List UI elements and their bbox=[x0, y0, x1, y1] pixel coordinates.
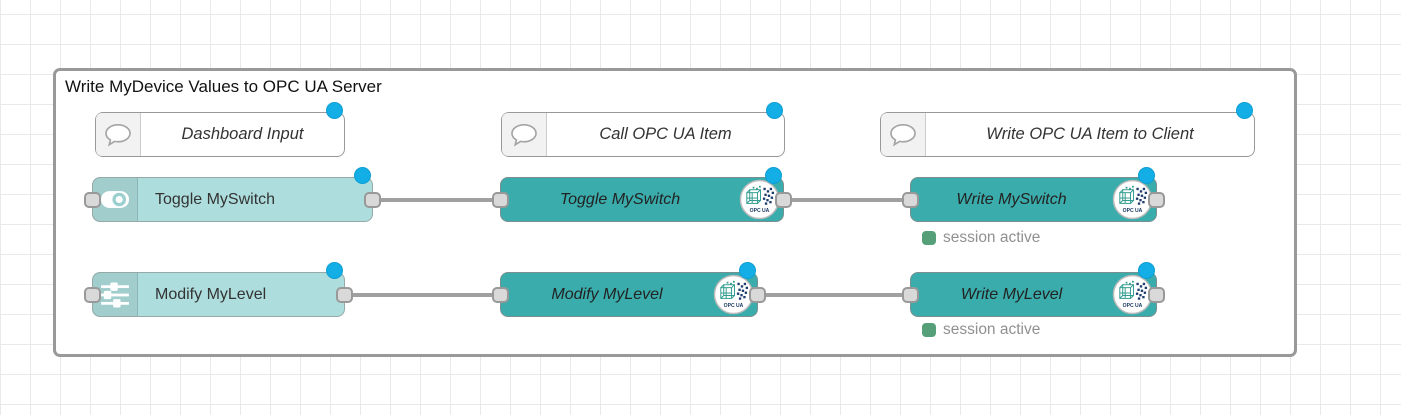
node-write-mylevel[interactable]: Write MyLevel OPC bbox=[902, 262, 1165, 317]
group-title: Write MyDevice Values to OPC UA Server bbox=[65, 77, 382, 96]
svg-text:OPC UA: OPC UA bbox=[724, 303, 744, 309]
input-port[interactable] bbox=[492, 191, 509, 208]
svg-text:OPC UA: OPC UA bbox=[750, 208, 770, 214]
opcua-badge-icon: OPC UA bbox=[713, 273, 757, 316]
output-port[interactable] bbox=[336, 286, 353, 303]
node-label: Modify MyLevel bbox=[551, 285, 663, 303]
status-write-myswitch: session active bbox=[922, 229, 1040, 247]
input-port[interactable] bbox=[492, 286, 509, 303]
node-label: Write MyLevel bbox=[960, 285, 1063, 303]
status-text: session active bbox=[943, 321, 1041, 338]
node-label: Write MySwitch bbox=[956, 190, 1067, 208]
opcua-badge-icon: OPC UA bbox=[739, 178, 783, 221]
node-label: Toggle MySwitch bbox=[155, 190, 276, 208]
input-port[interactable] bbox=[84, 191, 101, 208]
wire-toggle-row-1[interactable] bbox=[373, 198, 505, 202]
output-port[interactable] bbox=[749, 286, 766, 303]
wire-toggle-row-2[interactable] bbox=[784, 198, 915, 202]
node-label: Modify MyLevel bbox=[155, 285, 267, 303]
comment-write-opcua-item[interactable]: Write OPC UA Item to Client bbox=[880, 102, 1255, 157]
wire-level-row-2[interactable] bbox=[758, 293, 915, 297]
comment-dashboard-input[interactable]: Dashboard Input bbox=[95, 102, 345, 157]
output-port[interactable] bbox=[364, 191, 381, 208]
opcua-badge-icon: OPC UA bbox=[1112, 273, 1156, 316]
comment-label: Write OPC UA Item to Client bbox=[986, 125, 1194, 143]
comment-call-opcua-item[interactable]: Call OPC UA Item bbox=[501, 102, 785, 157]
node-toggle-myswitch-dashboard[interactable]: Toggle MySwitch bbox=[84, 167, 381, 222]
modified-indicator bbox=[326, 262, 343, 279]
speech-bubble-icon bbox=[881, 113, 926, 156]
modified-indicator bbox=[326, 102, 343, 119]
modified-indicator bbox=[766, 102, 783, 119]
node-toggle-myswitch-call[interactable]: Toggle MySwitch OP bbox=[492, 167, 792, 222]
status-dot bbox=[922, 231, 936, 245]
modified-indicator bbox=[739, 262, 756, 279]
speech-bubble-icon bbox=[96, 113, 141, 156]
wire-level-row-1[interactable] bbox=[345, 293, 505, 297]
output-port[interactable] bbox=[1148, 286, 1165, 303]
modified-indicator bbox=[1138, 167, 1155, 184]
node-label: Toggle MySwitch bbox=[559, 190, 681, 208]
input-port[interactable] bbox=[84, 286, 101, 303]
node-modify-mylevel-call[interactable]: Modify MyLevel OPC bbox=[492, 262, 766, 317]
modified-indicator bbox=[1236, 102, 1253, 119]
node-write-myswitch[interactable]: Write MySwitch OPC bbox=[902, 167, 1165, 222]
output-port[interactable] bbox=[775, 191, 792, 208]
status-text: session active bbox=[943, 229, 1041, 246]
input-port[interactable] bbox=[902, 191, 919, 208]
status-dot bbox=[922, 323, 936, 337]
input-port[interactable] bbox=[902, 286, 919, 303]
modified-indicator bbox=[765, 167, 782, 184]
comment-label: Dashboard Input bbox=[181, 125, 304, 143]
opcua-badge-icon: OPC UA bbox=[1112, 178, 1156, 221]
svg-text:OPC UA: OPC UA bbox=[1123, 303, 1143, 309]
svg-text:OPC UA: OPC UA bbox=[1123, 208, 1143, 214]
modified-indicator bbox=[354, 167, 371, 184]
speech-bubble-icon bbox=[502, 113, 547, 156]
output-port[interactable] bbox=[1148, 191, 1165, 208]
comment-label: Call OPC UA Item bbox=[599, 125, 732, 143]
status-write-mylevel: session active bbox=[922, 321, 1040, 339]
node-modify-mylevel-dashboard[interactable]: Modify MyLevel bbox=[84, 262, 353, 317]
modified-indicator bbox=[1138, 262, 1155, 279]
